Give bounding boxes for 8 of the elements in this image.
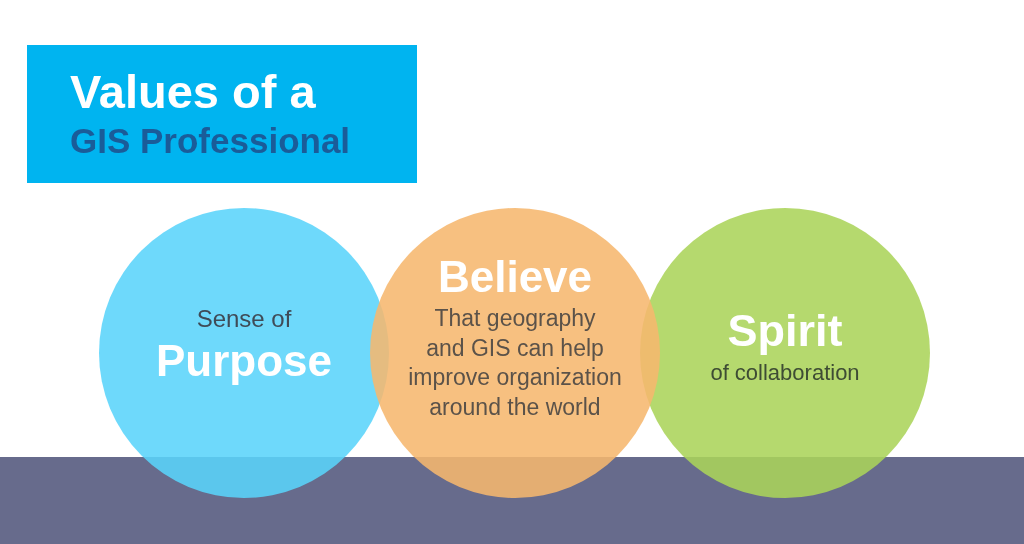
heading-text: Purpose	[156, 336, 332, 387]
body-text: That geography and GIS can help improve organization around the world	[407, 304, 623, 422]
circle-node	[370, 208, 660, 498]
body-text: Sense of	[196, 305, 292, 333]
heading-text: Spirit	[727, 305, 843, 357]
body-text: of collaboration	[710, 360, 860, 386]
title: Values of a GIS Professional	[70, 67, 352, 162]
heading-text: Believe	[437, 252, 593, 303]
